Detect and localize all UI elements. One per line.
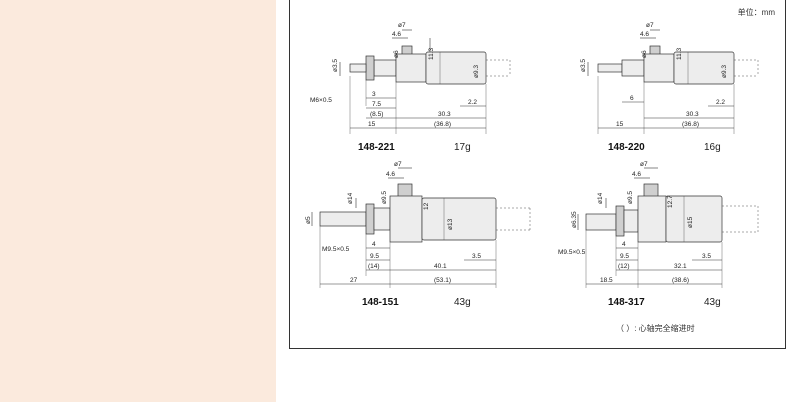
weight-148-221: 17g <box>454 142 471 153</box>
dim-a: 3 <box>372 91 376 98</box>
dim-left-dia: ø3.5 <box>332 59 339 72</box>
dim-right-height: 12 <box>423 202 430 210</box>
model-148-151: 148-151 <box>362 297 399 308</box>
model-148-220: 148-220 <box>608 142 645 153</box>
dim-f: 15 <box>616 121 624 128</box>
dim-tip-dia: ø5 <box>305 216 312 224</box>
dim-g: (53.1) <box>434 277 451 284</box>
dim-knob-width: 4.6 <box>632 171 641 178</box>
dim-b: 9.5 <box>620 253 629 260</box>
dim-a: 4 <box>372 241 376 248</box>
dim-d: 3.5 <box>702 253 711 260</box>
model-148-317: 148-317 <box>608 297 645 308</box>
model-148-221: 148-221 <box>358 142 395 153</box>
dim-sleeve-dia: ø13 <box>447 218 454 230</box>
dim-spindle-dia: ø9.5 <box>381 191 388 204</box>
dim-f: 15 <box>368 121 376 128</box>
dim-thread: M9.5×0.5 <box>322 246 350 253</box>
dim-sleeve-dia: ø9.3 <box>721 65 728 78</box>
dim-knob-dia: ø7 <box>394 161 402 168</box>
dim-e: 30.3 <box>438 111 451 118</box>
dim-d: 3.5 <box>472 253 481 260</box>
drawing-148-317: ø6.35 ø14 ø7 4.6 ø9.5 12.7 ø15 M9.5×0.5 … <box>558 161 759 288</box>
dim-left-dia: ø3.5 <box>580 59 587 72</box>
left-margin-band <box>0 0 276 402</box>
dim-b: 9.5 <box>370 253 379 260</box>
dim-knob-dia: ø7 <box>640 161 648 168</box>
dim-sleeve-dia: ø15 <box>687 216 694 228</box>
dim-a: 4 <box>622 241 626 248</box>
dim-f: 18.5 <box>600 277 613 284</box>
dim-b: 7.5 <box>372 101 381 108</box>
dim-d: 2.2 <box>468 99 477 106</box>
dim-f: 27 <box>350 277 358 284</box>
drawing-panel: 单位：mm <box>289 0 786 349</box>
dim-e: 32.1 <box>674 263 687 270</box>
dim-sleeve-dia: ø9.3 <box>473 65 480 78</box>
dim-right-height: 12.7 <box>667 195 674 208</box>
dim-c: (8.5) <box>370 111 383 118</box>
dim-spindle-dia: ø9.5 <box>627 191 634 204</box>
dim-left-dia: ø14 <box>347 192 354 204</box>
dim-g: (36.8) <box>434 121 451 128</box>
unit-label: 单位：mm <box>737 8 775 17</box>
dim-spindle-dia: ø6 <box>641 50 648 58</box>
dim-thread: M9.5×0.5 <box>558 249 586 256</box>
dim-left-dia: ø14 <box>597 192 604 204</box>
drawing-148-151: ø5 ø14 ø7 4.6 ø9.5 12 ø13 M9.5×0.5 4 9.5… <box>305 161 531 288</box>
dim-knob-dia: ø7 <box>398 22 406 29</box>
dim-c: (12) <box>618 263 630 270</box>
dim-right-height: 11.3 <box>676 47 683 60</box>
dim-spindle-dia: ø6 <box>393 50 400 58</box>
dim-c: (14) <box>368 263 380 270</box>
footnote: （ ）: 心轴完全缩进时 <box>616 324 695 333</box>
dim-g: (36.8) <box>682 121 699 128</box>
dim-right-height: 11.3 <box>428 47 435 60</box>
weight-148-220: 16g <box>704 142 721 153</box>
dim-knob-width: 4.6 <box>392 31 401 38</box>
weight-148-317: 43g <box>704 297 721 308</box>
dim-g: (38.6) <box>672 277 689 284</box>
dim-tip-dia: ø6.35 <box>571 211 578 228</box>
weight-148-151: 43g <box>454 297 471 308</box>
drawing-148-220: ø3.5 ø7 4.6 ø6 11.3 ø9.3 6 2.2 30.3 15 (… <box>580 22 759 134</box>
dim-knob-width: 4.6 <box>386 171 395 178</box>
drawing-148-221: ø3.5 ø7 4.6 ø6 11.3 ø9.3 M6×0.5 3 7.5 (8… <box>310 22 511 134</box>
dim-d: 2.2 <box>716 99 725 106</box>
dim-e: 30.3 <box>686 111 699 118</box>
dim-e: 40.1 <box>434 263 447 270</box>
dim-thread: M6×0.5 <box>310 97 332 104</box>
dim-knob-dia: ø7 <box>646 22 654 29</box>
dim-a: 6 <box>630 95 634 102</box>
dim-knob-width: 4.6 <box>640 31 649 38</box>
